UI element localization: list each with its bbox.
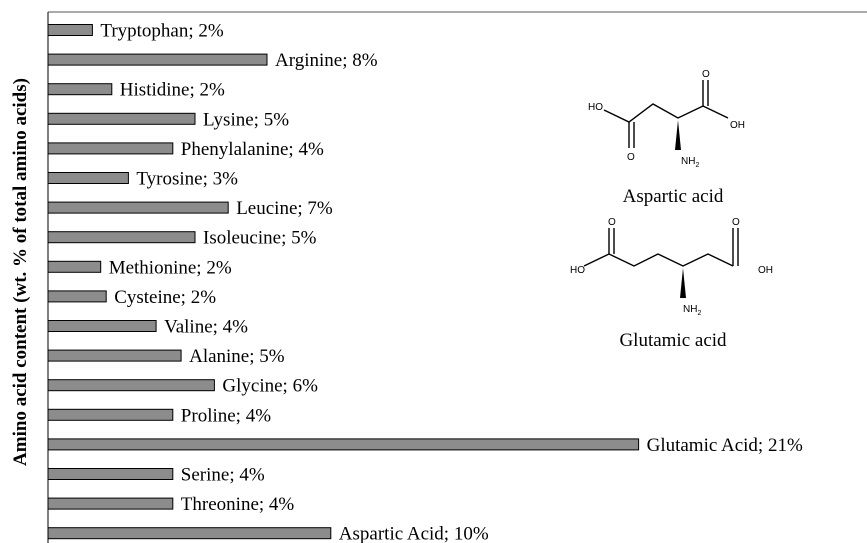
glutamic-o1-atom: O	[608, 217, 616, 228]
y-axis-label: Amino acid content (wt. % of total amino…	[10, 78, 31, 466]
bar-glycine	[47, 379, 215, 392]
bar-cysteine	[47, 290, 107, 303]
bar-glutamic-acid	[47, 438, 640, 451]
aspartic-acid-name: Aspartic acid	[623, 186, 724, 207]
bar-label-arginine: Arginine; 8%	[275, 50, 378, 71]
glutamic-acid-structure: HO OH O O NH2	[570, 217, 773, 317]
bar-label-glycine: Glycine; 6%	[222, 376, 318, 397]
aspartic-ho-atom: HO	[588, 102, 603, 113]
glutamic-nh2-atom: NH2	[683, 304, 701, 317]
glutamic-ho-atom: HO	[570, 265, 585, 276]
bar-label-tyrosine: Tyrosine; 3%	[136, 169, 238, 190]
aspartic-oh-atom: OH	[730, 120, 745, 131]
bar-tyrosine	[47, 172, 129, 184]
bar-proline	[47, 408, 174, 421]
bar-label-serine: Serine; 4%	[181, 465, 265, 486]
bar-label-cysteine: Cysteine; 2%	[114, 287, 216, 308]
bar-lysine	[47, 112, 196, 125]
glutamic-oh-atom: OH	[758, 265, 773, 276]
bar-label-glutamic-acid: Glutamic Acid; 21%	[647, 435, 803, 456]
bar-valine	[47, 320, 157, 332]
bar-label-histidine: Histidine; 2%	[120, 80, 225, 101]
glutamic-acid-name: Glutamic acid	[619, 330, 727, 351]
aspartic-o1-atom: O	[627, 152, 635, 163]
bar-label-leucine: Leucine; 7%	[236, 198, 333, 219]
bar-aspartic-acid	[47, 527, 332, 540]
bar-label-threonine: Threonine; 4%	[181, 494, 295, 515]
bar-alanine	[47, 349, 182, 362]
bar-label-tryptophan: Tryptophan; 2%	[100, 21, 224, 42]
bar-isoleucine	[47, 231, 196, 244]
bar-label-proline: Proline; 4%	[181, 405, 271, 426]
bar-threonine	[47, 497, 174, 510]
bar-arginine	[47, 53, 268, 66]
bar-serine	[47, 468, 174, 480]
aspartic-nh2-atom: NH2	[681, 156, 699, 169]
bar-leucine	[47, 201, 229, 214]
bar-methionine	[47, 260, 102, 273]
aspartic-acid-structure: HO OH O O NH2	[588, 69, 745, 169]
bar-label-phenylalanine: Phenylalanine; 4%	[181, 139, 324, 160]
bar-series: Tryptophan; 2% Arginine; 8% Histidine; 2% L…	[47, 21, 803, 543]
bar-label-alanine: Alanine; 5%	[189, 346, 285, 367]
bar-phenylalanine	[47, 142, 174, 155]
bar-label-valine: Valine; 4%	[164, 317, 248, 338]
bar-histidine	[47, 83, 113, 96]
bar-label-methionine: Methionine; 2%	[109, 257, 232, 278]
aspartic-o2-atom: O	[702, 69, 710, 80]
bar-tryptophan	[47, 24, 93, 36]
bar-label-lysine: Lysine; 5%	[203, 109, 289, 130]
bar-label-aspartic-acid: Aspartic Acid; 10%	[339, 524, 489, 543]
glutamic-o2-atom: O	[732, 217, 740, 228]
bar-label-isoleucine: Isoleucine; 5%	[203, 228, 317, 249]
